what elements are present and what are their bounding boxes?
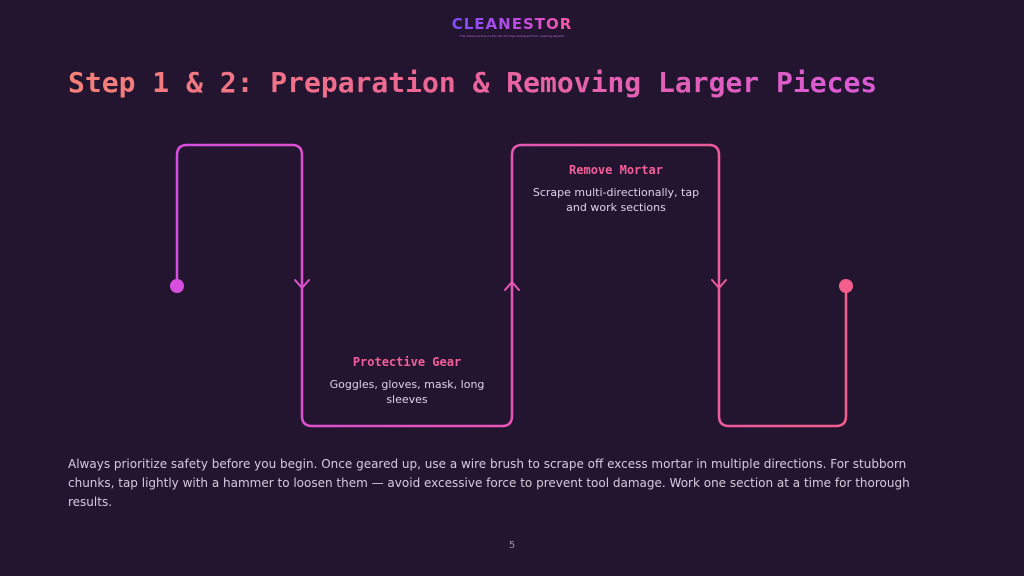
step-title: Protective Gear [352, 355, 462, 369]
down-arrow-icon [294, 279, 310, 289]
brand-tagline: The Cleaning Source Full list and tips d… [459, 34, 565, 38]
down-arrow-icon [711, 279, 727, 289]
step-description: Goggles, gloves, mask, long sleeves [329, 378, 485, 406]
step-description: Scrape multi-directionally, tap and work… [532, 186, 700, 214]
page-title: Step 1 & 2: Preparation & Removing Large… [68, 66, 878, 99]
brand-name: CLEANESTOR [451, 15, 573, 33]
step-remove-mortar: Remove Mortar Scrape multi-directionally… [526, 163, 706, 215]
brand-logo: CLEANESTOR The Cleaning Source Full list… [0, 14, 1024, 38]
process-path-line [175, 143, 848, 428]
up-arrow-icon [504, 281, 520, 291]
step-title: Remove Mortar [569, 163, 663, 177]
step-protective-gear: Protective Gear Goggles, gloves, mask, l… [322, 355, 492, 407]
path-end-dot [839, 279, 853, 293]
body-paragraph: Always prioritize safety before you begi… [68, 457, 910, 509]
path-start-dot [170, 279, 184, 293]
page-number: 5 [508, 540, 516, 551]
